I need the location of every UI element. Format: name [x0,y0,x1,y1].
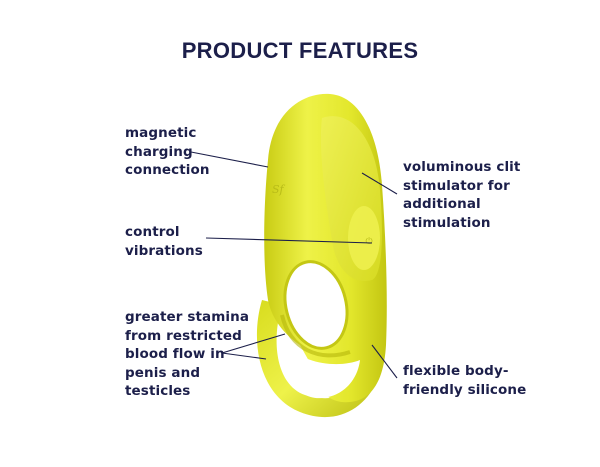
line-control-vibrations [205,237,373,244]
product-body [264,93,387,403]
power-button-icon[interactable]: ⏻ [365,236,372,247]
line-clit-stimulator [361,172,398,195]
callout-lines [190,151,398,379]
lower-ring [256,300,384,418]
line-silicone [371,344,398,379]
line-stamina-lower [221,352,267,360]
brand-logo-icon: Sf [272,183,286,196]
feature-magnetic-charging: magnetic charging connection [125,125,210,178]
line-magnetic-charging [190,151,269,168]
feature-silicone: flexible body- friendly silicone [403,363,527,398]
feature-greater-stamina: greater stamina from restricted blood fl… [125,309,250,399]
feature-control-vibrations: control vibrations [125,224,203,259]
feature-clit-stimulator: voluminous clit stimulator for additiona… [403,159,521,231]
page-title: PRODUCT FEATURES [181,38,419,63]
line-stamina-upper [221,333,286,354]
